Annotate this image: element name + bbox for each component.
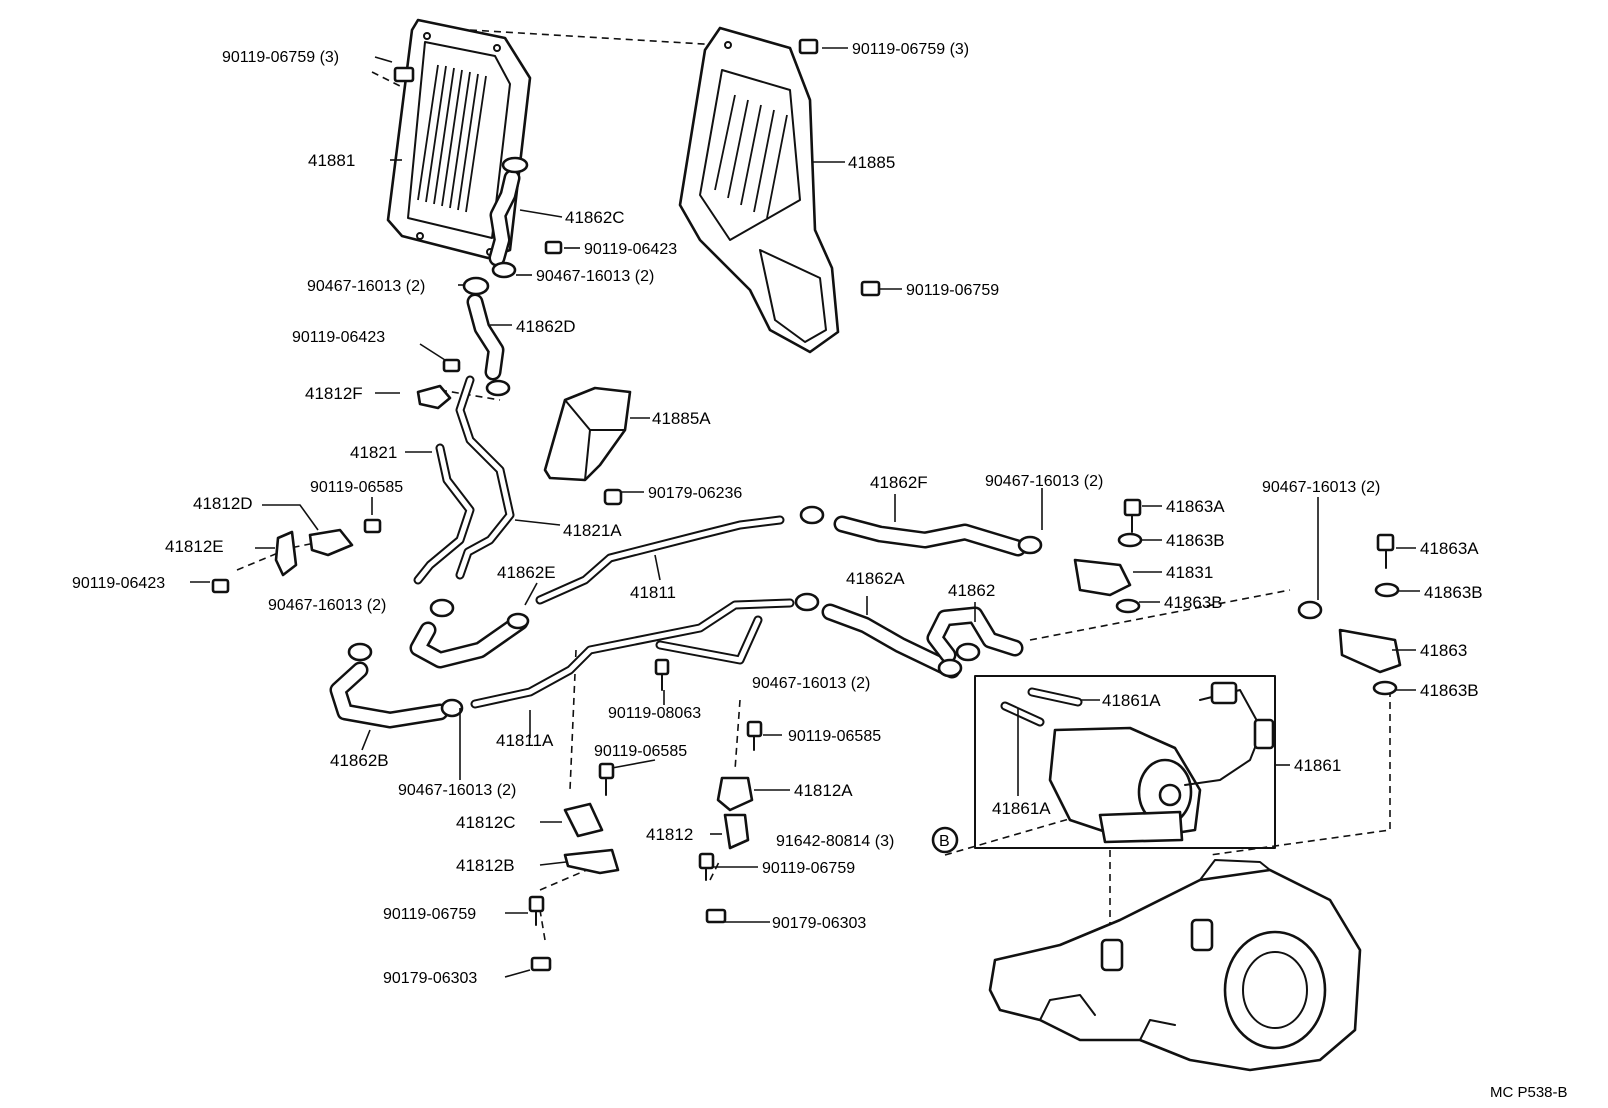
label-41885: 41885 <box>848 153 895 172</box>
label-41861: 41861 <box>1294 756 1341 775</box>
cooler-cover-41885 <box>678 26 840 354</box>
label-41862C: 41862C <box>565 208 625 227</box>
label-41862E: 41862E <box>497 563 556 582</box>
label-41812B: 41812B <box>456 856 515 875</box>
label-41863B-b: 41863B <box>1424 583 1483 602</box>
label-41812: 41812 <box>646 825 693 844</box>
label-41863: 41863 <box>1420 641 1467 660</box>
label-41831: 41831 <box>1166 563 1213 582</box>
reference-marker-B: B <box>939 833 950 850</box>
label-41812A: 41812A <box>794 781 853 800</box>
bolts <box>211 38 1400 972</box>
label-41812D: 41812D <box>193 494 253 513</box>
differential-housing <box>988 859 1362 1072</box>
label-41811: 41811 <box>630 583 676 602</box>
label-90119-06585-a: 90119-06585 <box>310 479 403 496</box>
label-90119-06759-c: 90119-06759 <box>762 860 855 877</box>
label-90119-06759-3-right: 90119-06759 (3) <box>852 41 969 58</box>
label-41863B-d: 41863B <box>1420 681 1479 700</box>
label-41862: 41862 <box>948 581 995 600</box>
label-90119-06759-d: 90119-06759 <box>383 906 476 923</box>
label-90119-06585-c: 90119-06585 <box>594 743 687 760</box>
pump-assembly-41861 <box>974 675 1276 849</box>
label-90179-06303-b: 90179-06303 <box>383 970 477 987</box>
label-90467-16013-2-g: 90467-16013 (2) <box>398 782 516 799</box>
label-41863A-a: 41863A <box>1166 497 1225 516</box>
label-90119-06759-3-left: 90119-06759 (3) <box>222 49 339 66</box>
label-91642-80814-3: 91642-80814 (3) <box>776 833 894 850</box>
label-90467-16013-2-c: 90467-16013 (2) <box>985 473 1103 490</box>
label-90119-06759-b: 90119-06759 <box>906 282 999 299</box>
label-41821A: 41821A <box>563 521 622 540</box>
hoses <box>329 169 1027 729</box>
label-90179-06236: 90179-06236 <box>648 485 742 502</box>
label-41821: 41821 <box>350 443 397 462</box>
label-90119-06423-a: 90119-06423 <box>584 241 677 258</box>
label-41812E: 41812E <box>165 537 224 556</box>
hose-clamps <box>347 156 1323 718</box>
label-90467-16013-2-a: 90467-16013 (2) <box>307 278 425 295</box>
label-41861A-a: 41861A <box>1102 691 1161 710</box>
label-41811A: 41811A <box>496 731 554 750</box>
label-90467-16013-2-b: 90467-16013 (2) <box>536 268 654 285</box>
leader-lines <box>190 47 1420 978</box>
label-41862B: 41862B <box>330 751 389 770</box>
label-41812C: 41812C <box>456 813 516 832</box>
label-90467-16013-2-d: 90467-16013 (2) <box>1262 479 1380 496</box>
label-41861A-b: 41861A <box>992 799 1051 818</box>
label-41863B-a: 41863B <box>1166 531 1225 550</box>
part-labels: 90119-06759 (3) 90119-06759 (3) 41881 41… <box>72 41 1568 1101</box>
label-90179-06303-a: 90179-06303 <box>772 915 866 932</box>
label-41862F: 41862F <box>870 473 928 492</box>
transmission-cooler-41881 <box>386 18 532 260</box>
label-41863A-b: 41863A <box>1420 539 1479 558</box>
label-90119-06423-c: 90119-06423 <box>72 575 165 592</box>
label-41881: 41881 <box>308 151 355 170</box>
label-41862A: 41862A <box>846 569 905 588</box>
label-41885A: 41885A <box>652 409 711 428</box>
label-90119-08063: 90119-08063 <box>608 705 701 722</box>
label-41812F: 41812F <box>305 384 363 403</box>
label-90467-16013-2-e: 90467-16013 (2) <box>268 597 386 614</box>
label-90119-06423-b: 90119-06423 <box>292 329 385 346</box>
brackets <box>274 384 1402 875</box>
pipes <box>413 375 795 709</box>
label-90119-06585-b: 90119-06585 <box>788 728 881 745</box>
label-90467-16013-2-f: 90467-16013 (2) <box>752 675 870 692</box>
label-41863B-c: 41863B <box>1164 593 1223 612</box>
diagram-code: MC P538-B <box>1490 1084 1568 1101</box>
label-41862D: 41862D <box>516 317 576 336</box>
